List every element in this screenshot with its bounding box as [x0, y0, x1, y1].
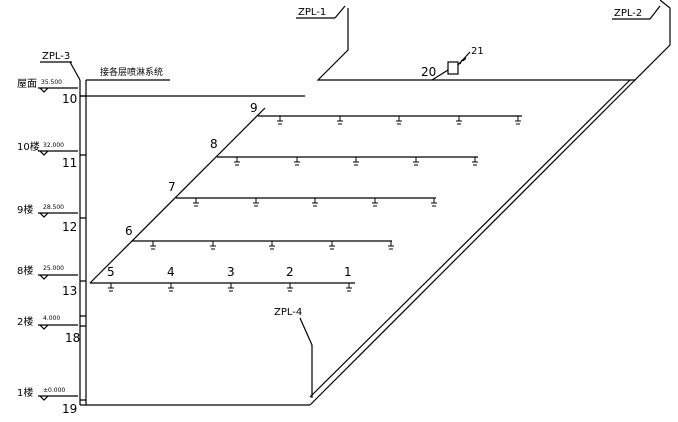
sprinkler-head	[456, 116, 462, 125]
node-10: 10	[62, 92, 77, 106]
floor-8-name: 8楼	[17, 264, 33, 277]
sprinkler-head	[312, 198, 318, 207]
zpl4-label: ZPL-4	[274, 307, 302, 318]
sprinkler-head	[388, 241, 394, 250]
system-title: 接各层喷淋系统	[100, 66, 163, 78]
zpl2-label: ZPL-2	[614, 8, 642, 19]
sprinkler-row-7	[193, 198, 437, 207]
sprinkler-head	[210, 241, 216, 250]
node-3: 3	[227, 265, 235, 279]
floor-1-name: 1楼	[17, 386, 33, 399]
floor-10-elev: 32.000	[43, 142, 64, 149]
pipe-network	[38, 0, 671, 406]
node-19: 19	[62, 402, 77, 416]
sprinkler-head	[269, 241, 275, 250]
sprinkler-head	[472, 157, 478, 166]
node-9: 9	[250, 101, 258, 115]
zpl1-label: ZPL-1	[298, 7, 326, 18]
floor-9-elev: 28.500	[43, 204, 64, 211]
floor-10-name: 10楼	[17, 140, 40, 153]
sprinkler-head	[431, 198, 437, 207]
sprinkler-head	[337, 116, 343, 125]
sprinkler-head	[396, 116, 402, 125]
elev-mark-10	[38, 150, 78, 156]
node-4: 4	[167, 265, 175, 279]
floor-9-name: 9楼	[17, 203, 33, 216]
zpl2-leader	[649, 5, 661, 20]
floor-2-elev: 4.000	[43, 315, 60, 322]
sprinkler-row-8	[234, 157, 478, 166]
sprinkler-head	[108, 283, 114, 292]
node-2: 2	[286, 265, 294, 279]
zpl2-top-line	[659, 0, 671, 9]
node-6: 6	[125, 224, 133, 238]
sprinkler-head	[346, 283, 352, 292]
elev-mark-1	[38, 395, 78, 401]
node-12: 12	[62, 220, 77, 234]
node-18: 18	[65, 331, 80, 345]
elev-mark-9	[38, 212, 78, 218]
valve-20-pipe	[431, 69, 449, 81]
zpl4-leader	[299, 317, 313, 398]
zpl4-diagonal-2	[309, 79, 631, 398]
elev-mark-8	[38, 274, 78, 280]
sprinkler-head	[515, 116, 521, 125]
node-1: 1	[344, 265, 352, 279]
sprinkler-head	[329, 241, 335, 250]
riser-ticks	[80, 95, 86, 401]
sprinkler-row-5	[108, 283, 352, 292]
node-7: 7	[168, 180, 176, 194]
zpl1-riser	[316, 8, 671, 81]
sprinkler-head	[253, 198, 259, 207]
node-5: 5	[107, 265, 115, 279]
sprinkler-row-6	[150, 241, 394, 250]
zpl3-leader	[69, 61, 81, 81]
sprinkler-head	[372, 198, 378, 207]
diagonal-main	[89, 107, 266, 284]
node-8: 8	[210, 137, 218, 151]
node-21: 21	[471, 46, 484, 57]
sprinkler-head	[234, 157, 240, 166]
sprinkler-head	[353, 157, 359, 166]
zpl3-label: ZPL-3	[42, 51, 70, 62]
floor-roof-elev: 35.500	[41, 79, 62, 86]
zpl4-diagonal	[309, 79, 636, 406]
sprinkler-head	[287, 283, 293, 292]
elev-mark-roof	[38, 87, 78, 93]
sprinkler-head	[150, 241, 156, 250]
sprinkler-head	[228, 283, 234, 292]
elev-mark-2	[38, 324, 78, 330]
zpl1-leader	[334, 5, 346, 19]
floor-roof-name: 屋面	[17, 78, 37, 90]
sprinkler-head	[413, 157, 419, 166]
floor-1-elev: ±0.000	[43, 387, 65, 394]
sprinkler-row-9	[277, 116, 521, 125]
node-13: 13	[62, 284, 77, 298]
elevation-marks	[38, 87, 78, 401]
sprinkler-heads	[108, 116, 521, 292]
node-11: 11	[62, 156, 77, 170]
valve-20-box	[447, 61, 459, 75]
sprinkler-head	[294, 157, 300, 166]
floor-2-name: 2楼	[17, 315, 33, 328]
sprinkler-head	[193, 198, 199, 207]
floor-8-elev: 25.000	[43, 265, 64, 272]
node-20: 20	[421, 65, 436, 79]
sprinkler-head	[168, 283, 174, 292]
sprinkler-head	[277, 116, 283, 125]
valve-21-line	[457, 51, 471, 66]
